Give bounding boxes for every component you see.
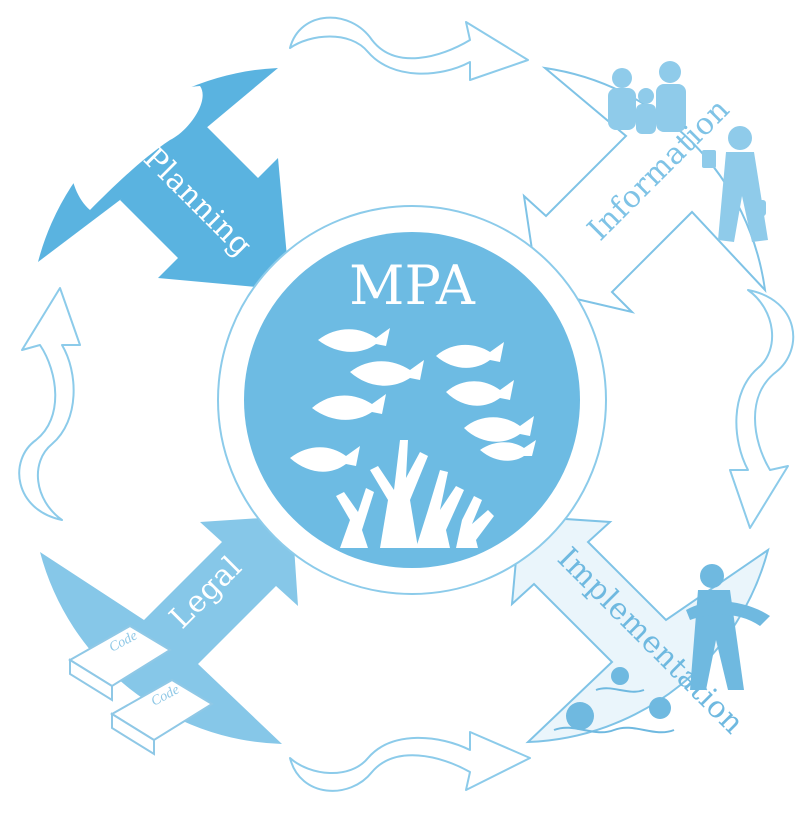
cycle-arrows <box>18 16 795 792</box>
planning-arrow <box>120 120 290 290</box>
cycle-arrow-right <box>729 289 795 529</box>
fisherman-and-buoys-icon <box>553 564 770 734</box>
code-books-icon: Code Code <box>68 624 214 756</box>
legal-sector <box>40 516 298 744</box>
center-mpa: MPA <box>217 205 607 595</box>
center-title: MPA <box>349 254 476 317</box>
quadrant-legal: Code Code Legal <box>40 516 298 756</box>
people-meeting-table-icon <box>52 56 203 210</box>
cycle-arrow-bottom <box>289 731 531 792</box>
fish-and-coral-icon <box>290 328 536 548</box>
quadrant-planning: Planning <box>38 56 290 290</box>
center-disc <box>244 232 580 568</box>
cycle-arrow-left <box>18 287 81 521</box>
quadrant-information: Information <box>522 61 768 314</box>
quadrant-implementation: Implementation <box>510 514 770 744</box>
cycle-arrow-top <box>289 16 529 81</box>
family-and-presenter-icon <box>608 61 768 242</box>
